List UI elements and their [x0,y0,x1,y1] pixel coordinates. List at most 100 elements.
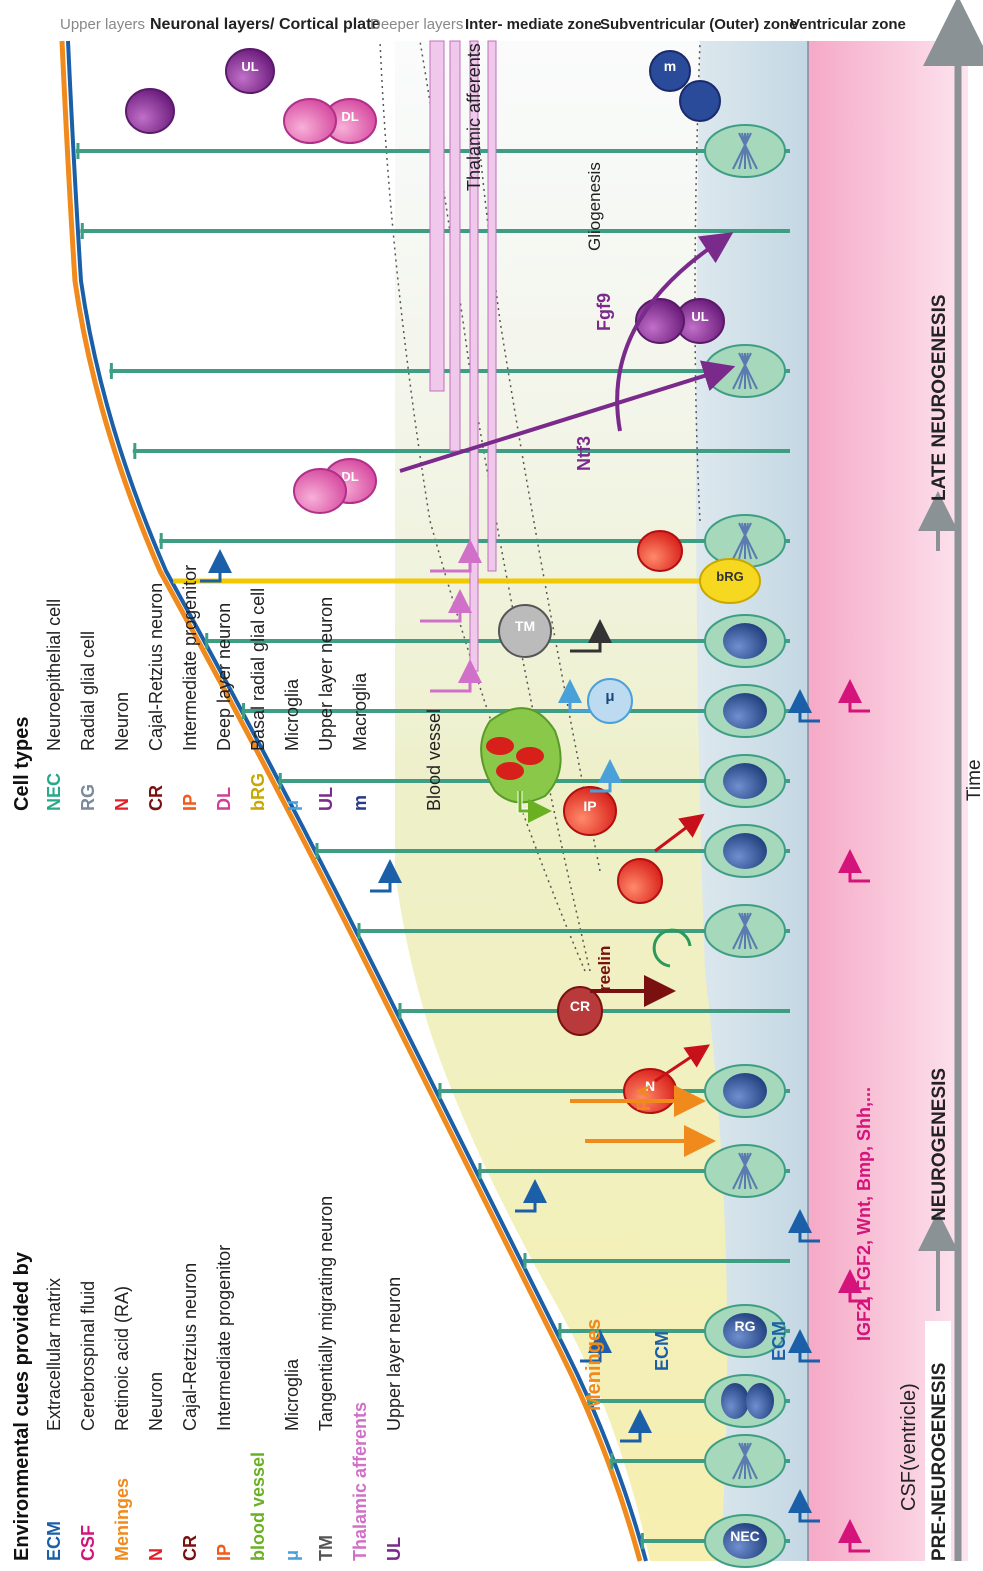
legend-cue-desc: Cajal-Retzius neuron [180,1263,200,1431]
legend-cue-desc: Retinoic acid (RA) [112,1286,132,1431]
legend-cell-abbr: CR [146,785,166,811]
legend-cell-abbr: μ [282,800,302,811]
legend-cues-title: Environmental cues provided by [11,1251,33,1561]
spindle [738,1442,758,1480]
brg-cell [699,558,761,604]
spindle [738,1152,749,1190]
legend-cell-desc: Neuron [112,692,132,751]
legend-cell-abbr: bRG [248,773,268,811]
legend-cell-abbr: NEC [44,773,64,811]
spindle [741,1442,752,1480]
legend-cue-abbr: ECM [44,1521,64,1561]
nucleus [746,1383,774,1419]
spindle [738,912,749,950]
spindle [732,1152,752,1190]
zone-deeper-layers: Deeper layers [370,16,463,33]
ul-cell [225,48,275,94]
ecm-bottom-label: ECM [769,1321,789,1361]
legend-cell-desc: Deep layer neuron [214,603,234,751]
dl-cell [293,468,347,514]
diagram-labels: Meninges ECM ECM CSF(ventricle) RA reeli… [424,43,920,1511]
spindle [738,352,758,390]
spindle [741,912,752,950]
legend-cell-abbr: DL [214,787,234,811]
legend-cell-desc: Intermediate progenitor [180,565,200,751]
legend-cell-desc: Neuroepithelial cell [44,599,64,751]
spindle [741,352,752,390]
ul-label: UL [241,59,258,74]
legend-cue-abbr: μ [282,1550,302,1561]
spindle [738,132,749,170]
macroglia-cell [649,50,691,92]
legend-cell-desc: Upper layer neuron [316,597,336,751]
spindle [738,132,758,170]
ecm-top-label: ECM [652,1331,672,1371]
csf-factors-label: IGF2, FGF2, Wnt, Bmp, Shh,... [854,1087,874,1341]
ip-cell [563,786,617,836]
ip-cell [617,858,663,904]
spindle [732,522,752,560]
legend-cell-abbr: IP [180,794,200,811]
thalamic-afferents-label: Thalamic afferents [464,43,484,191]
legend-cue-desc: Upper layer neuron [384,1277,404,1431]
nec-label: NEC [730,1528,760,1544]
spindle [741,132,752,170]
dl-label: DL [341,109,358,124]
nucleus [721,1383,749,1419]
timeline-pre: PRE-NEUROGENESIS [929,1363,950,1561]
legend-cue-abbr: Thalamic afferents [350,1402,370,1561]
tm-cell [498,604,552,658]
legend-cue-desc: Tangentially migrating neuron [316,1196,336,1431]
legend-cue-desc: Neuron [146,1372,166,1431]
legend-cell-abbr: UL [316,787,336,811]
microglia-cell [587,678,633,724]
brg-label: bRG [716,569,743,584]
zone-labels: Upper layers Neuronal layers/ Cortical p… [60,16,906,33]
timeline: PRE-NEUROGENESIS NEUROGENESIS LATE NEURO… [918,0,983,1563]
csf-label: CSF(ventricle) [898,1383,920,1511]
ip-cell [637,530,683,572]
zone-svz: Subventricular (Outer) zone [600,16,798,33]
blood-vessel-label: Blood vessel [424,709,444,811]
timeline-late: LATE NEUROGENESIS [929,294,950,501]
legend-cell-desc: Microglia [282,678,302,751]
legend-cue-abbr: blood vessel [248,1452,268,1561]
nucleus [723,623,767,659]
spindle [732,352,752,390]
legend-cell-item: UL Upper layer neuron [316,597,336,811]
legend-cell-item: IP Intermediate progenitor [180,565,200,811]
spindle [738,912,758,950]
spindle [741,522,752,560]
legend-cell-desc: Macroglia [350,672,370,751]
timeline-neuro: NEUROGENESIS [929,1068,950,1221]
ip-label: IP [583,798,596,814]
legend-cue-desc: Microglia [282,1358,302,1431]
nucleus [723,693,767,729]
legend-cell-item: DL Deep layer neuron [214,603,234,811]
spindle [732,132,752,170]
dl-cell [283,98,337,144]
legend-cue-abbr: IP [214,1544,234,1561]
nucleus [723,1523,767,1559]
spindle [732,1442,752,1480]
ntf3-label: Ntf3 [574,436,594,471]
legend-cue-desc: Cerebrospinal fluid [78,1281,98,1431]
zone-intermediate: Inter- mediate zone [465,16,602,33]
ul-label: UL [691,309,708,324]
ra-label: RA [634,1085,654,1111]
dl-label: DL [341,469,358,484]
blood-vessel [480,707,562,823]
legend-cell-abbr: RG [78,784,98,811]
spindle [738,1152,758,1190]
fgf9-label: Fgf9 [594,293,614,331]
microglia-label: μ [605,688,614,705]
